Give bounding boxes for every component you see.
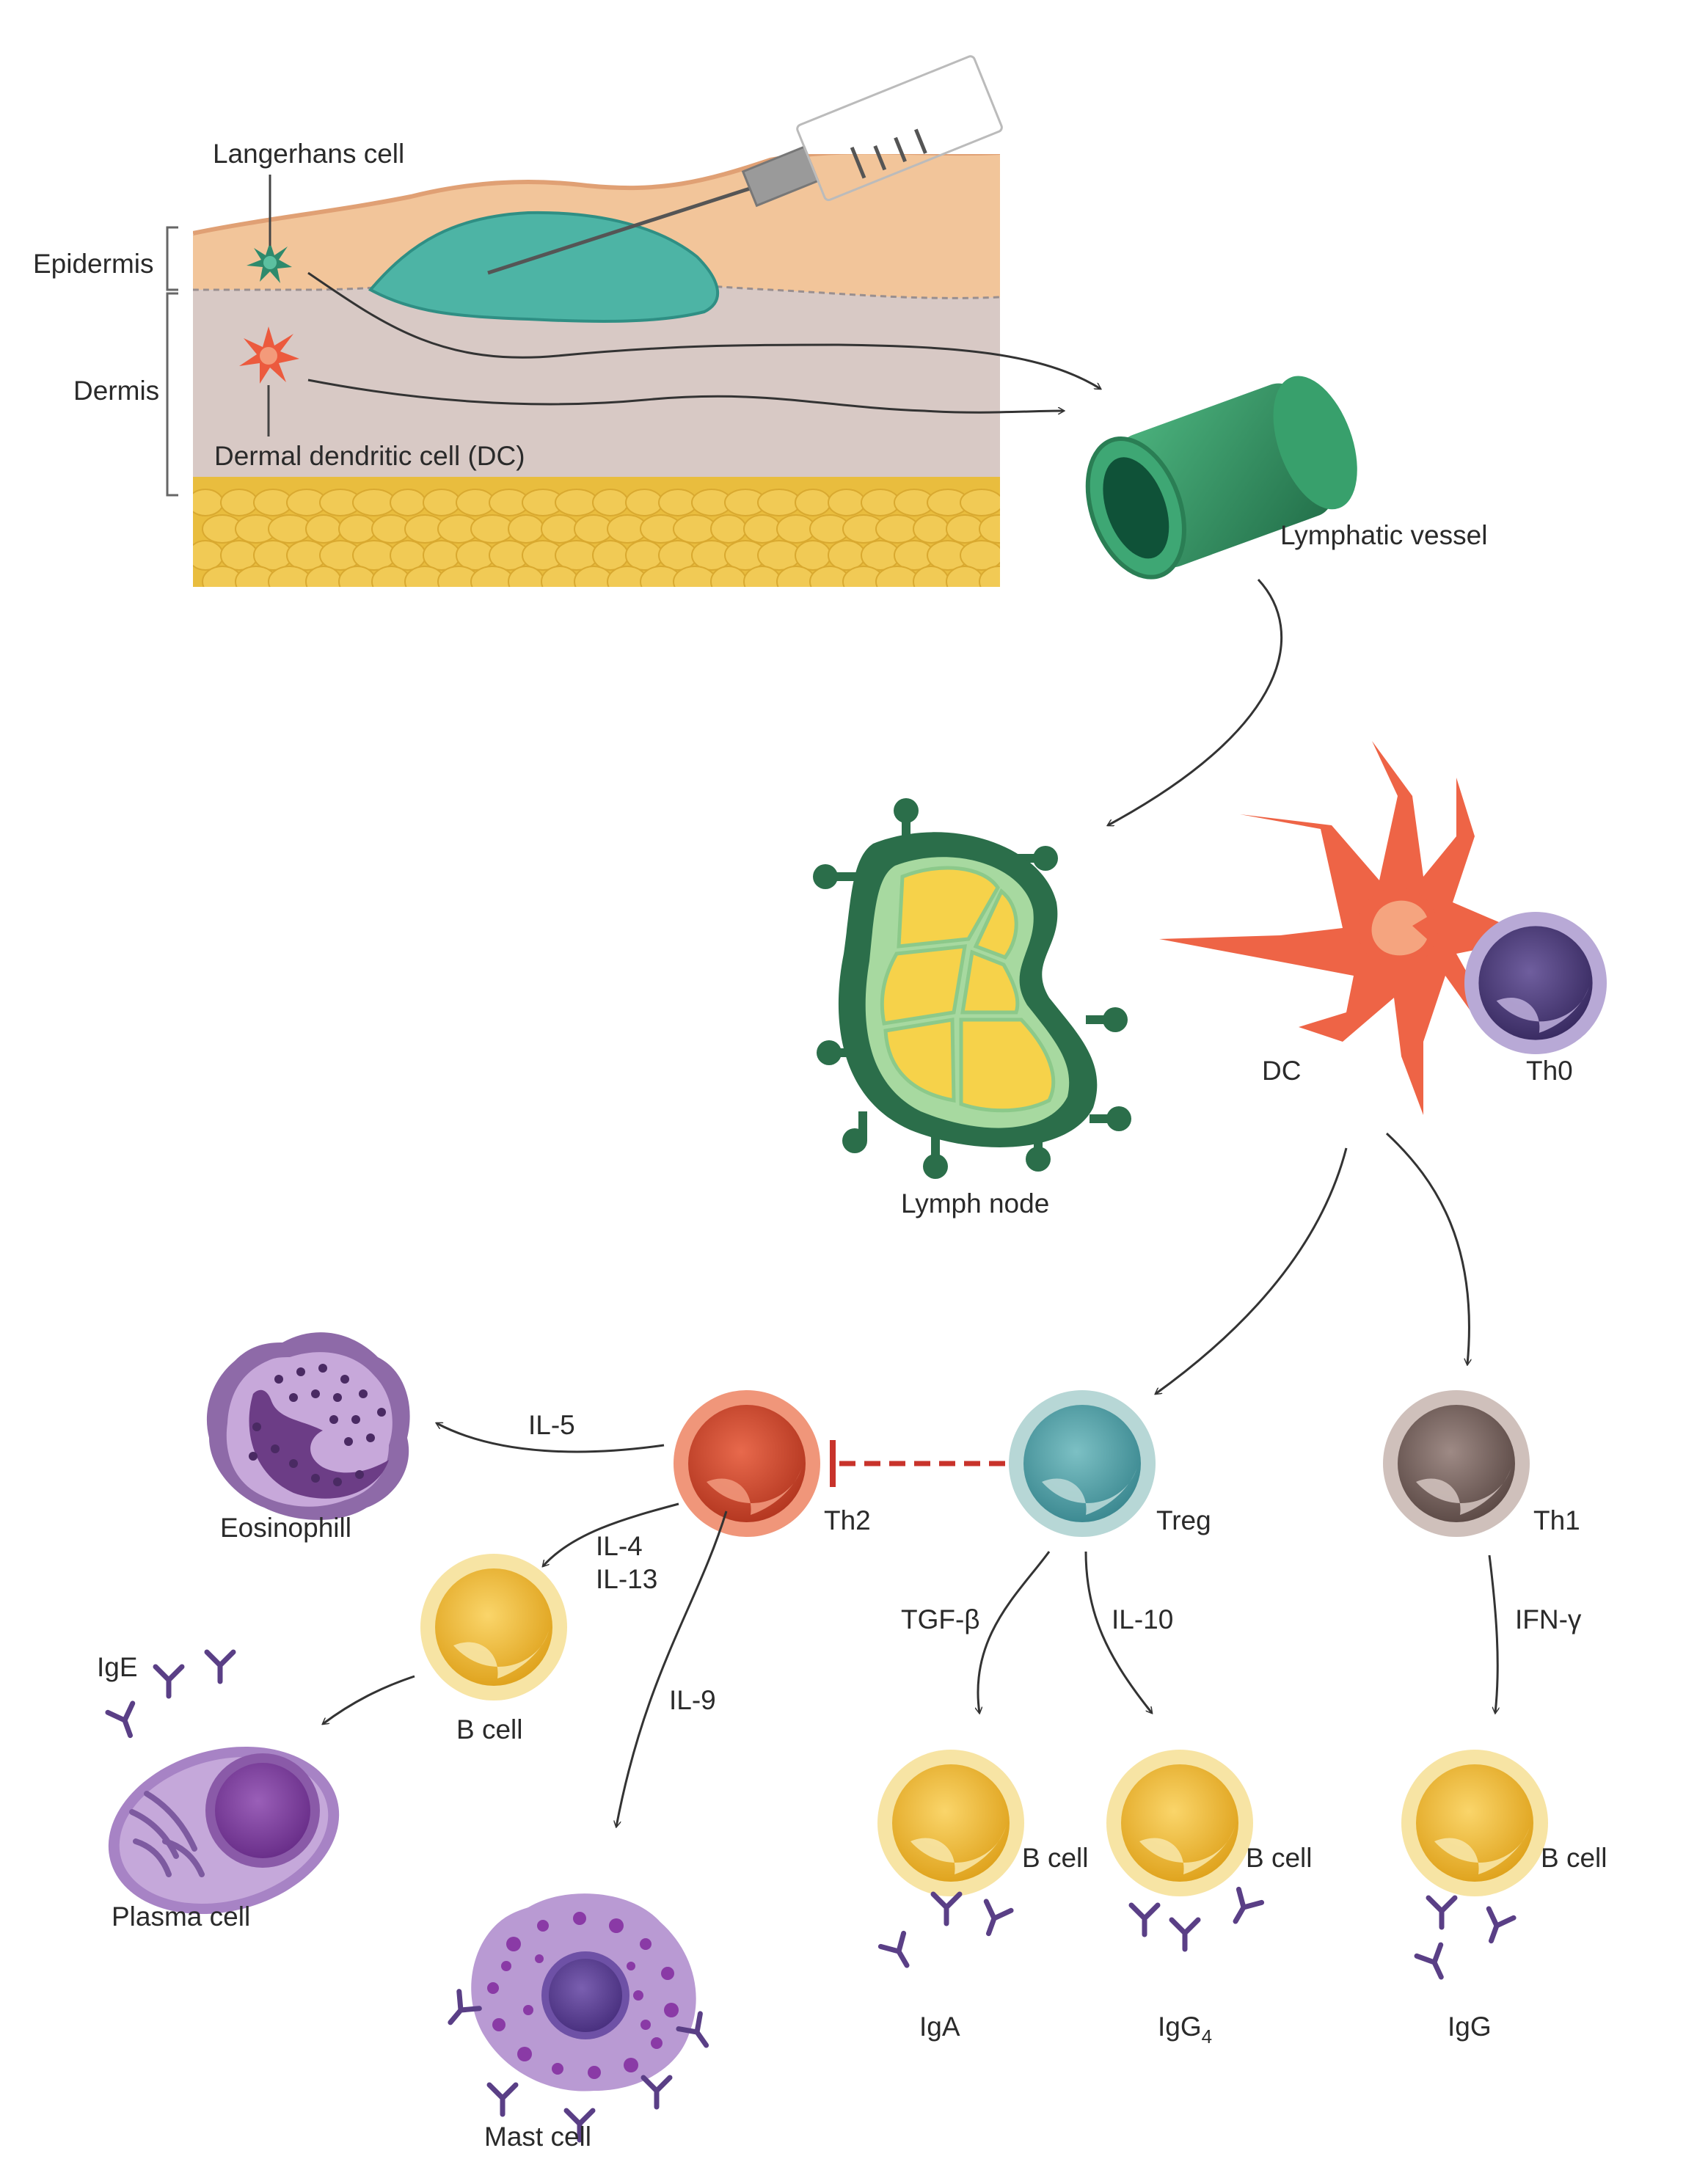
igg4-label: IgG4 <box>1158 2012 1212 2047</box>
b-cell-igg-label: B cell <box>1541 1843 1607 1873</box>
epidermis-label: Epidermis <box>33 249 154 279</box>
igg4-text: IgG <box>1158 2012 1202 2042</box>
b-cell-igg4-label: B cell <box>1246 1843 1312 1873</box>
langerhans-migration-arrow <box>307 271 1101 389</box>
treg-label: Treg <box>1156 1505 1211 1535</box>
lymphatic-vessel <box>1085 376 1357 580</box>
dermal-dc-migration-arrow <box>307 379 1064 412</box>
il9-arrow <box>616 1510 728 1827</box>
eosinophil <box>206 1332 410 1520</box>
plasma-cell <box>108 1746 340 1915</box>
th0-label: Th0 <box>1526 1056 1573 1086</box>
iga-label: IgA <box>919 2012 960 2042</box>
b-cell-th2-label: B cell <box>456 1714 522 1745</box>
dc-label: DC <box>1262 1056 1301 1086</box>
lymphatic-vessel-label: Lymphatic vessel <box>1280 520 1487 550</box>
b-cell-iga <box>877 1750 1024 1896</box>
bcell-to-plasma-arrow <box>323 1675 415 1724</box>
igg4-subscript: 4 <box>1202 2025 1212 2047</box>
b-cell-igg <box>1401 1750 1548 1896</box>
vessel-to-node-arrow <box>1108 578 1283 825</box>
injection-bleb <box>368 211 719 323</box>
dc-to-th1-arrow <box>1385 1132 1469 1365</box>
il9-label: IL-9 <box>669 1685 716 1715</box>
fat-cells <box>193 489 1000 587</box>
il13-label: IL-13 <box>596 1564 657 1594</box>
langerhans-cell <box>247 242 292 283</box>
th1-label: Th1 <box>1533 1505 1580 1535</box>
iga-antibodies <box>877 1891 1014 1968</box>
igg4-antibodies <box>1128 1886 1265 1952</box>
th2-label: Th2 <box>824 1505 871 1535</box>
treg-inhibits-th2 <box>830 1440 1005 1487</box>
ige-label: IgE <box>97 1652 138 1682</box>
il10-label: IL-10 <box>1112 1604 1173 1634</box>
il5-arrow <box>437 1423 665 1453</box>
lymph-node-label: Lymph node <box>901 1188 1049 1219</box>
ige-antibodies <box>105 1649 236 1739</box>
th1-cell <box>1383 1390 1530 1537</box>
th0-cell <box>1464 912 1607 1054</box>
syringe <box>487 55 1003 275</box>
dermal-dc-label: Dermal dendritic cell (DC) <box>214 441 525 471</box>
treg-cell <box>1009 1390 1156 1537</box>
ifng-arrow <box>1488 1555 1497 1713</box>
eosinophil-label: Eosinophill <box>220 1513 351 1543</box>
igg-label: IgG <box>1448 2012 1492 2042</box>
layer-brackets <box>166 226 178 497</box>
dermal-dendritic-cell <box>239 326 299 384</box>
plasma-cell-label: Plasma cell <box>112 1902 250 1932</box>
mast-cell <box>448 1893 709 2143</box>
igg-antibodies <box>1414 1895 1517 1980</box>
tgfb-arrow <box>978 1551 1051 1713</box>
dc-to-treg-arrow <box>1156 1147 1348 1394</box>
tgfb-label: TGF-β <box>901 1604 980 1634</box>
il5-label: IL-5 <box>528 1410 575 1440</box>
skin-cross-section <box>193 154 1000 587</box>
b-cell-iga-label: B cell <box>1022 1843 1088 1873</box>
dermis-label: Dermis <box>73 376 159 406</box>
il4-label: IL-4 <box>596 1531 643 1561</box>
b-cell-igg4 <box>1106 1750 1253 1896</box>
th2-cell <box>674 1390 820 1537</box>
dendritic-cell <box>1159 741 1548 1115</box>
il4-il13-arrow <box>543 1502 679 1566</box>
lymph-node <box>813 798 1131 1179</box>
mast-cell-label: Mast cell <box>484 2122 591 2152</box>
b-cell-th2 <box>420 1554 567 1700</box>
langerhans-label: Langerhans cell <box>213 139 404 169</box>
il10-arrow <box>1084 1551 1152 1713</box>
ifng-label: IFN-γ <box>1515 1604 1582 1634</box>
